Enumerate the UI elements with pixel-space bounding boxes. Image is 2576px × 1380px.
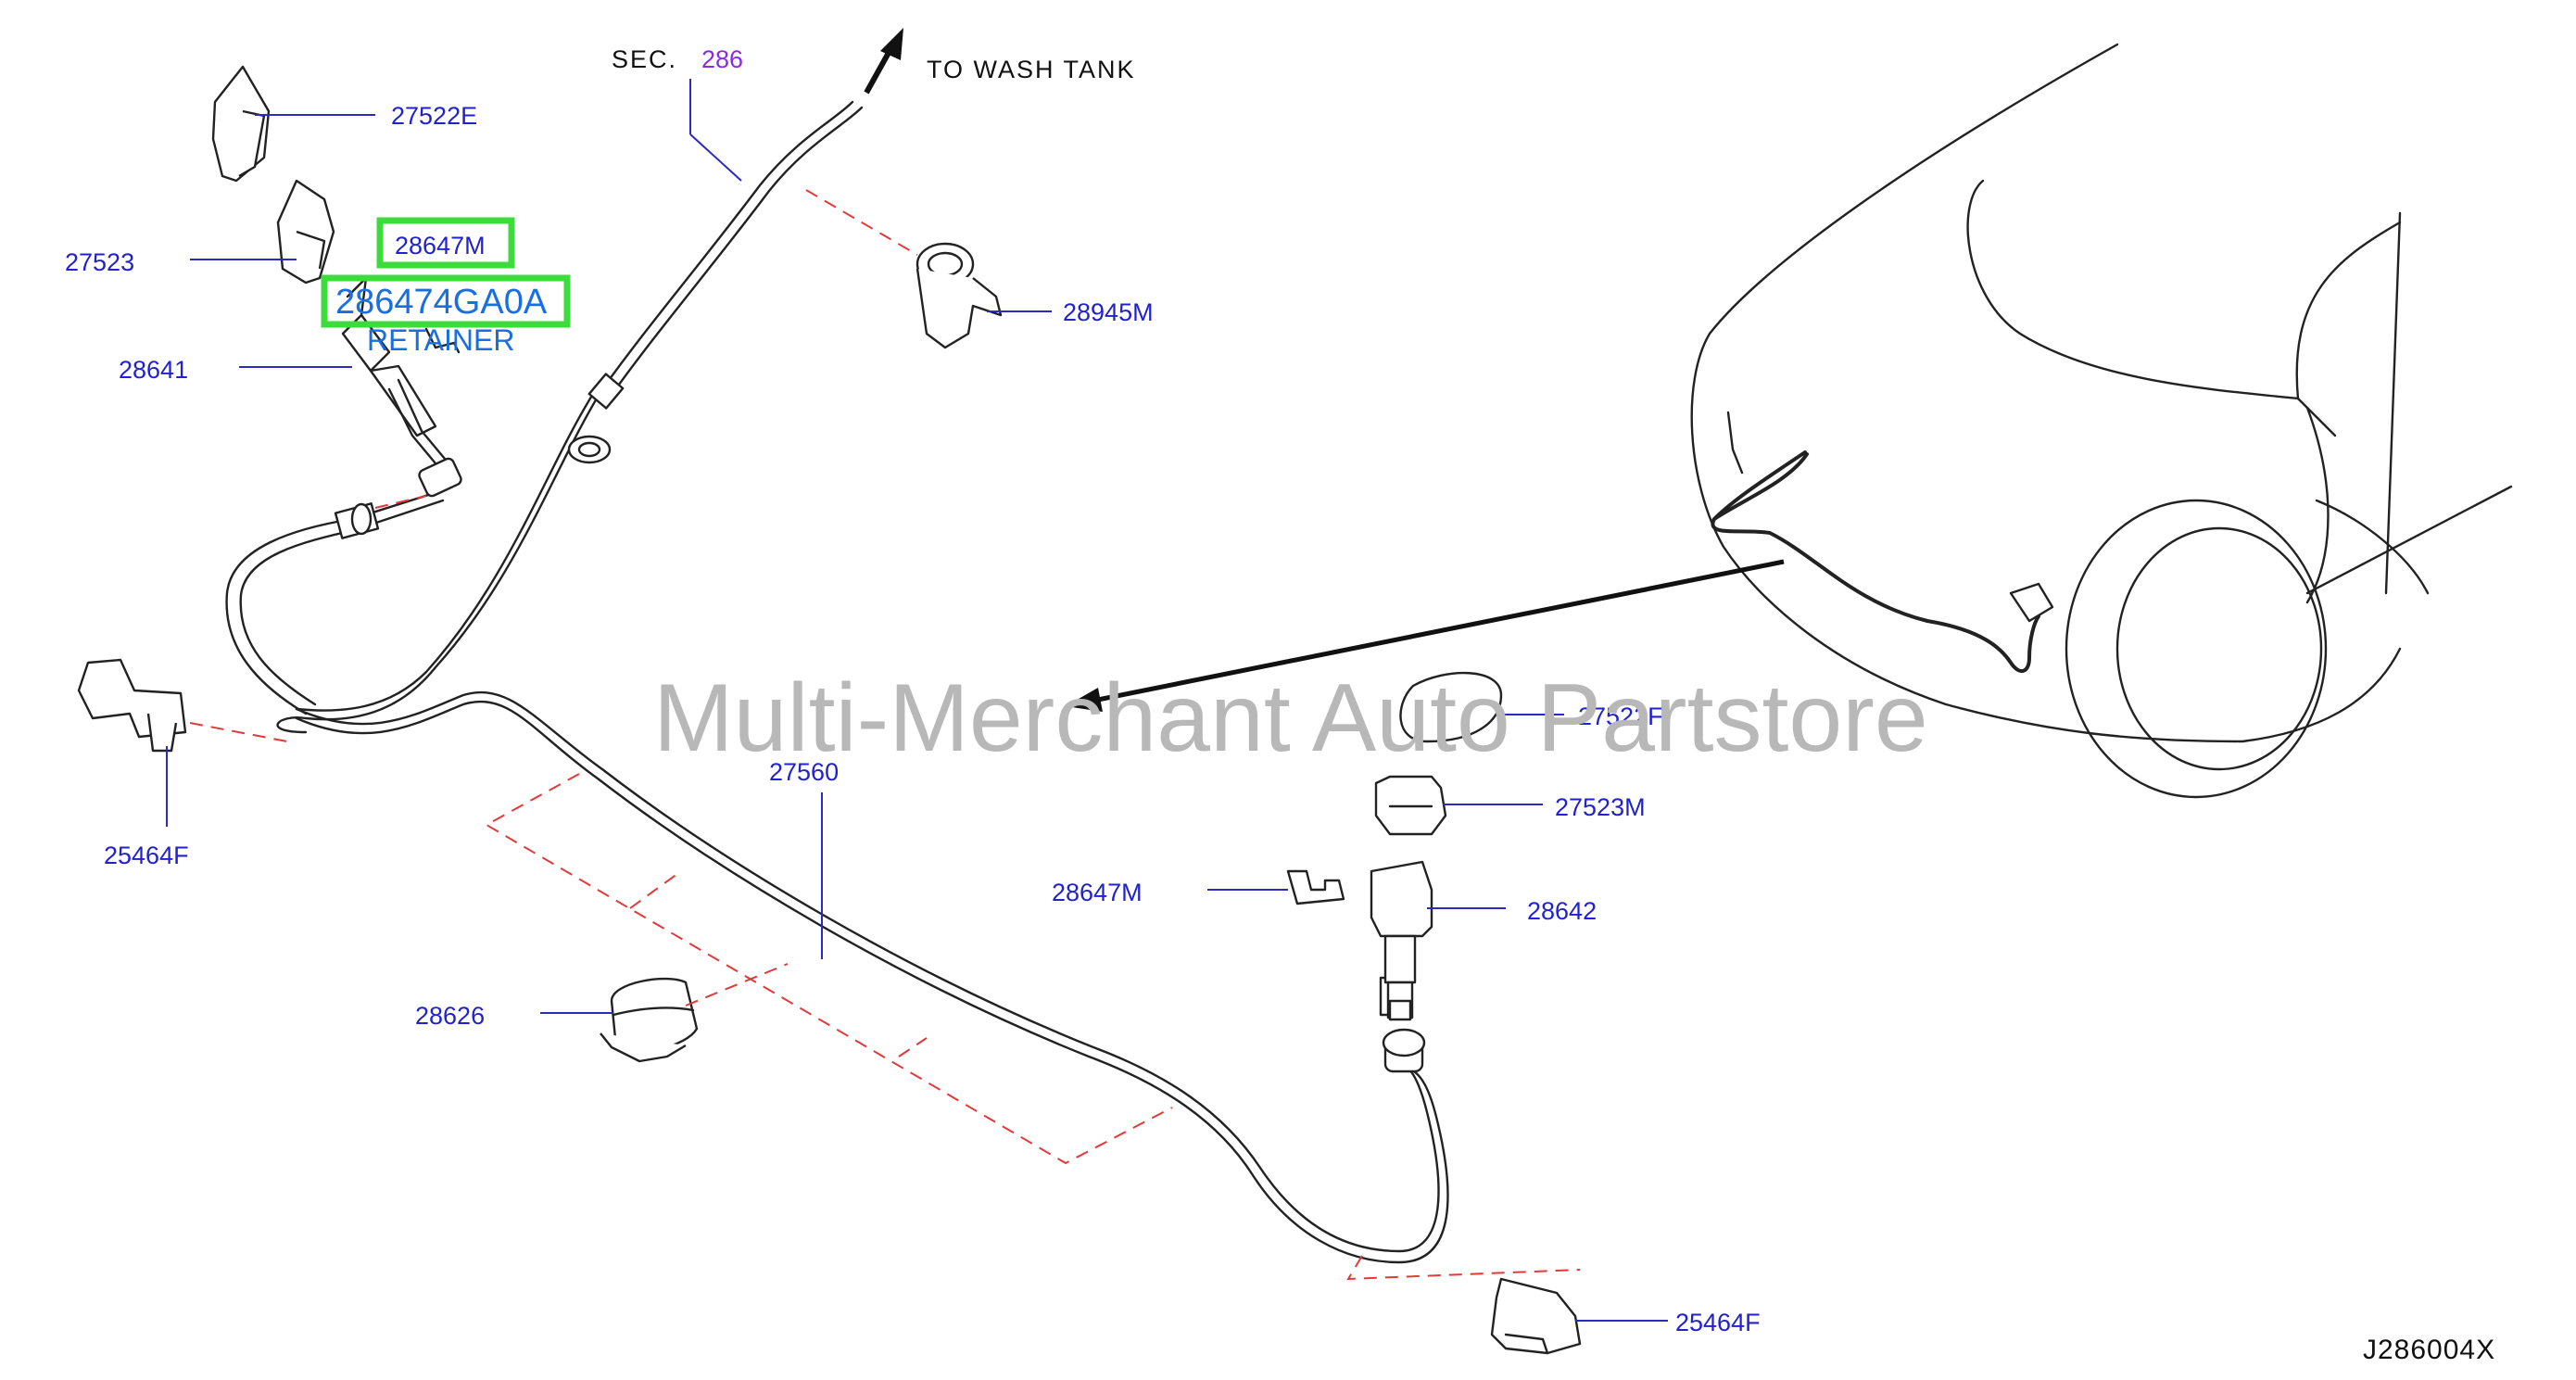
part-label-25464F-right[interactable]: 25464F [1675,1309,1761,1336]
clip-28626 [600,977,699,1063]
part-label-27522F[interactable]: 27522F [1578,703,1663,730]
part-label-25464F-left[interactable]: 25464F [104,842,189,869]
section-prefix: SEC. [612,45,677,73]
nozzle-28642 [1370,860,1433,1021]
bracket-27523M [1374,775,1447,836]
clip-28945M [915,242,1003,349]
clip-25464F-right [1490,1277,1582,1355]
section-number-link[interactable]: 286 [701,45,743,73]
to-wash-tank-arrow [864,28,903,95]
leader-lines [166,79,1668,1322]
part-label-27522E[interactable]: 27522E [391,102,477,130]
part-label-28647M-left[interactable]: 28647M [395,232,486,260]
highlighted-part-name: RETAINER [367,323,514,357]
part-label-28641[interactable]: 28641 [119,356,188,384]
clip-25464F-left [77,658,187,753]
to-wash-tank-label: TO WASH TANK [927,56,1136,83]
part-label-28945M[interactable]: 28945M [1063,298,1154,326]
part-label-27560[interactable]: 27560 [769,758,839,786]
part-label-28647M-right[interactable]: 28647M [1052,879,1143,906]
hose-connectors [334,373,1426,1073]
part-label-28642[interactable]: 28642 [1527,897,1597,925]
bracket-27523 [276,179,335,285]
hose-27560 [225,100,1449,1264]
cap-27522E [211,65,271,183]
cap-27522F [1399,671,1503,743]
assembly-guide-lines [189,189,1581,1281]
part-label-27523[interactable]: 27523 [65,248,134,276]
highlighted-part-number[interactable]: 286474GA0A [335,283,548,322]
retainer-28647M-right [1286,869,1345,905]
part-label-28626[interactable]: 28626 [415,1002,485,1030]
highlight-box-28647M [376,217,515,269]
detail-arrow [1066,559,1785,712]
part-label-27523M[interactable]: 27523M [1555,793,1646,821]
drawing-id: J286004X [2363,1335,2495,1365]
vehicle-front-outline [1690,43,2513,799]
nozzle-28641 [341,313,462,498]
highlight-box-part-number [321,274,571,328]
watermark: Multi-Merchant Auto Partstore [653,665,1928,772]
